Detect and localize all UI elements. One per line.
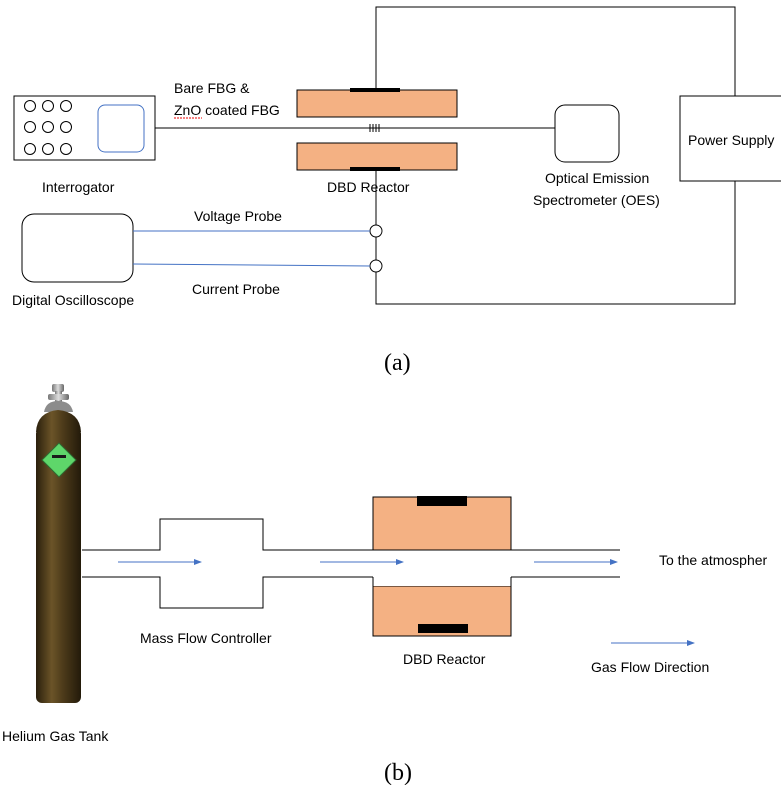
fbg-label-line1: Bare FBG & bbox=[174, 80, 250, 96]
panel-b: Helium Gas Tank DBD Reactor To bbox=[2, 384, 768, 785]
helium-tank: Helium Gas Tank bbox=[2, 384, 109, 744]
interrogator-knobs bbox=[24, 100, 72, 155]
fbg-label-line2: ZnO coated FBG bbox=[174, 102, 280, 118]
oes-label-line2: Spectrometer (OES) bbox=[533, 192, 660, 208]
oscilloscope: Digital Oscilloscope bbox=[12, 213, 134, 308]
top-electrode bbox=[350, 88, 400, 92]
reactor-label-b: DBD Reactor bbox=[403, 651, 486, 667]
gas-line bbox=[82, 518, 620, 609]
interrogator-screen bbox=[97, 104, 145, 153]
hazard-diamond bbox=[41, 442, 77, 478]
bottom-electrode bbox=[350, 167, 400, 171]
flow-arrows bbox=[118, 559, 695, 646]
current-probe-line bbox=[132, 263, 371, 267]
power-supply: Power Supply bbox=[679, 95, 781, 182]
interrogator: Interrogator bbox=[13, 95, 156, 195]
power-supply-label: Power Supply bbox=[688, 132, 774, 148]
caption-a: (a) bbox=[384, 350, 411, 376]
top-electrode-b bbox=[417, 496, 467, 506]
fbg-grating-mark bbox=[369, 124, 380, 132]
dbd-reactor-a: DBD Reactor bbox=[296, 88, 458, 195]
interrogator-label: Interrogator bbox=[42, 179, 115, 195]
mfc-label: Mass Flow Controller bbox=[140, 630, 272, 646]
current-probe-label: Current Probe bbox=[192, 281, 280, 297]
voltage-probe-label: Voltage Probe bbox=[194, 208, 282, 224]
oscilloscope-label: Digital Oscilloscope bbox=[12, 292, 134, 308]
current-probe-node bbox=[369, 259, 383, 273]
bottom-electrode-b bbox=[418, 624, 468, 633]
panel-a: Interrogator Bare FBG & ZnO coated FBG D… bbox=[12, 6, 781, 376]
voltage-probe-node bbox=[369, 224, 383, 238]
flow-legend-label: Gas Flow Direction bbox=[591, 659, 709, 675]
oes-label-line1: Optical Emission bbox=[545, 170, 649, 186]
tank-label: Helium Gas Tank bbox=[2, 728, 109, 744]
outlet-label: To the atmospher bbox=[659, 552, 768, 568]
reactor-label-a: DBD Reactor bbox=[327, 179, 410, 195]
oes: Optical Emission Spectrometer (OES) bbox=[533, 104, 660, 208]
dbd-reactor-b: DBD Reactor bbox=[372, 496, 512, 667]
caption-b: (b) bbox=[384, 760, 412, 785]
